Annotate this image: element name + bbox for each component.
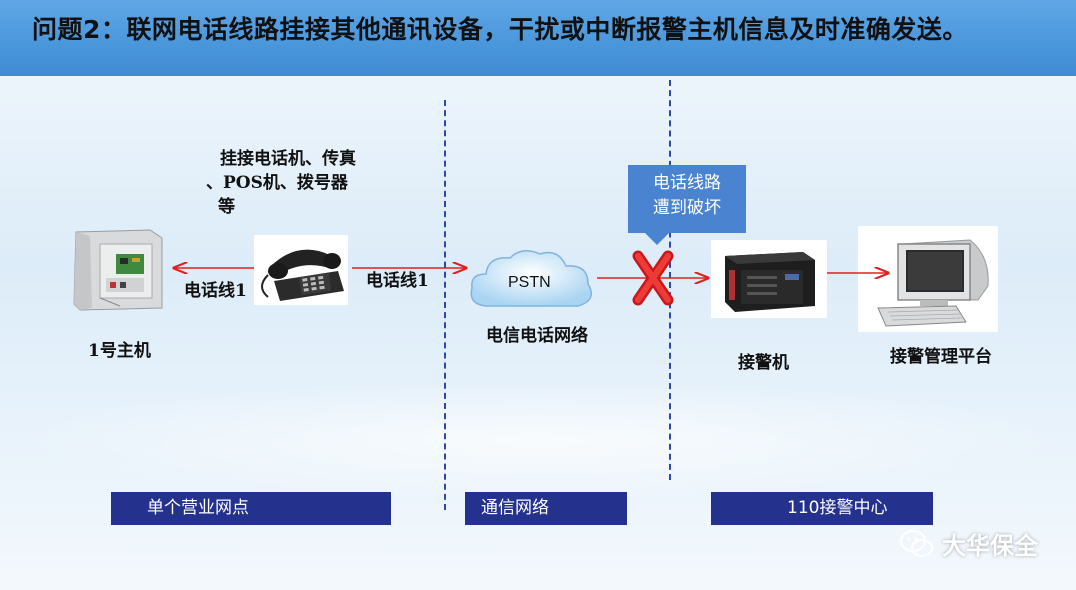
receiver-label: 接警机 bbox=[738, 353, 789, 373]
line-label-right: 电话线1 bbox=[366, 271, 429, 291]
callout-line-1: 电话线路 bbox=[653, 173, 721, 193]
alarm-panel-icon bbox=[70, 228, 168, 312]
telephone-icon bbox=[254, 235, 348, 305]
watermark-text: 大华保全 bbox=[942, 532, 1038, 560]
cloud-icon: PSTN bbox=[466, 244, 598, 318]
line-label-left: 电话线1 bbox=[184, 281, 247, 301]
callout-line-2: 遭到破坏 bbox=[653, 198, 721, 218]
section-branch: 单个营业网点 bbox=[111, 492, 391, 525]
host-label: 1号主机 bbox=[88, 341, 151, 361]
computer-icon bbox=[858, 226, 998, 332]
divider-left bbox=[444, 100, 446, 510]
section-110-center: 110接警中心 bbox=[711, 492, 933, 525]
watermark: 大华保全 bbox=[900, 526, 1038, 561]
pstn-label: PSTN bbox=[508, 274, 551, 291]
damage-callout: 电话线路 遭到破坏 bbox=[628, 165, 746, 233]
network-label: 电信电话网络 bbox=[486, 326, 588, 346]
annotation-line-1: 挂接电话机、传真 bbox=[220, 149, 356, 169]
wechat-icon bbox=[900, 529, 933, 557]
broken-x-icon bbox=[632, 250, 674, 306]
annotation-line-3: 等 bbox=[218, 197, 235, 217]
divider-right bbox=[669, 80, 671, 480]
receiver-server-icon bbox=[711, 240, 827, 318]
background-glow bbox=[0, 380, 1076, 500]
section-network: 通信网络 bbox=[465, 492, 627, 525]
annotation-line-2: 、POS机、拨号器 bbox=[206, 173, 348, 193]
page-title: 问题2：联网电话线路挂接其他通讯设备，干扰或中断报警主机信息及时准确发送。 bbox=[32, 15, 968, 44]
platform-label: 接警管理平台 bbox=[890, 347, 992, 367]
title-bar: 问题2：联网电话线路挂接其他通讯设备，干扰或中断报警主机信息及时准确发送。 bbox=[0, 0, 1076, 76]
callout-pointer bbox=[645, 233, 669, 245]
